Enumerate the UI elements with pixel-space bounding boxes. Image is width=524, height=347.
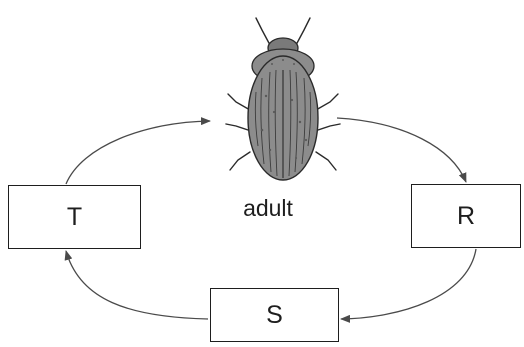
- stage-label-s: S: [266, 301, 283, 330]
- stage-box-t: T: [8, 185, 141, 249]
- arrow-r-to-s: [341, 249, 476, 319]
- stage-label-r: R: [457, 202, 475, 231]
- stage-label-t: T: [67, 203, 82, 232]
- arrow-s-to-t: [66, 251, 208, 319]
- arrow-adult-to-r: [337, 118, 466, 182]
- adult-label: adult: [218, 195, 318, 222]
- stage-box-s: S: [210, 288, 339, 342]
- stage-box-r: R: [411, 184, 521, 248]
- beetle-icon: [226, 18, 340, 180]
- arrow-t-to-adult: [66, 121, 210, 184]
